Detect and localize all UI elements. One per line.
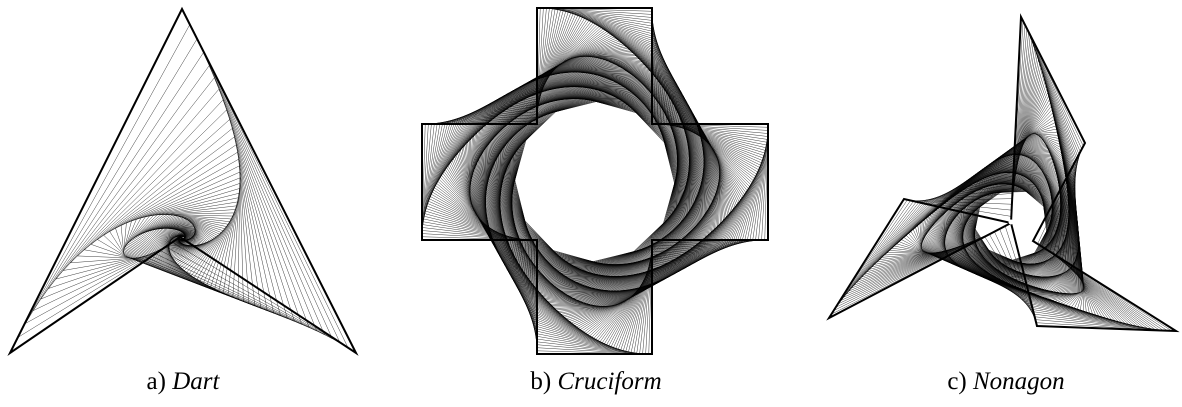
dart-panel — [7, 6, 359, 356]
cruciform-outline — [421, 7, 769, 355]
caption-cruciform-letter: b) — [530, 368, 552, 395]
nonagon-outline — [826, 13, 1180, 333]
caption-nonagon: c) Nonagon — [947, 368, 1064, 396]
nonagon-panel — [826, 13, 1180, 333]
cruciform-panel — [421, 7, 769, 355]
cruciform-center-dot — [592, 178, 598, 184]
caption-dart-name: Dart — [172, 368, 220, 395]
caption-nonagon-letter: c) — [947, 368, 967, 395]
nonagon-center-dot — [1008, 219, 1014, 225]
caption-nonagon-name: Nonagon — [972, 368, 1065, 395]
caption-cruciform: b) Cruciform — [530, 368, 661, 396]
dart-pursuit-curves — [9, 8, 357, 354]
caption-dart: a) Dart — [147, 368, 220, 396]
dart-outline — [7, 6, 359, 356]
caption-cruciform-name: Cruciform — [557, 368, 662, 395]
nonagon-pursuit-curves — [828, 16, 1177, 332]
caption-dart-letter: a) — [146, 368, 166, 395]
